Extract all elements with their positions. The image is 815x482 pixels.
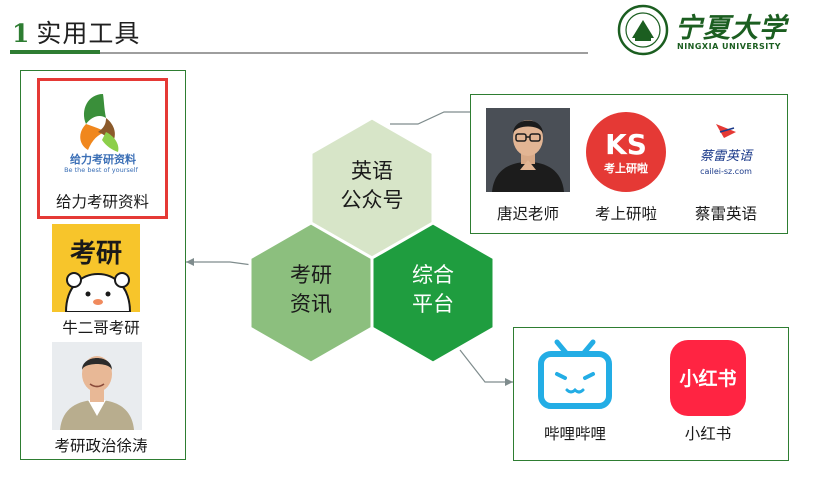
hex-left-line2: 资讯 xyxy=(290,292,332,316)
caption-bilibili: 哔哩哔哩 xyxy=(543,425,606,443)
cailei-logo-subtitle: cailei-sz.com xyxy=(700,167,752,176)
xutao-photo[interactable] xyxy=(52,342,142,430)
xiaohongshu-logo-icon[interactable]: 小红书 xyxy=(670,340,746,416)
kaoshangyanla-logo-mark: KS xyxy=(605,128,647,161)
hex-left-line1: 考研 xyxy=(290,263,332,287)
title-underline-accent xyxy=(10,50,100,54)
title-number: 1 xyxy=(12,19,31,48)
xiaohongshu-logo-text: 小红书 xyxy=(679,367,736,390)
geili-logo-icon[interactable]: 给力考研资料 xyxy=(48,88,158,168)
title-text: 实用工具 xyxy=(36,19,141,48)
hex-right-line2: 平台 xyxy=(412,292,454,316)
bilibili-logo-icon[interactable] xyxy=(535,338,615,414)
university-name: 宁夏大学 xyxy=(675,13,787,44)
caption-kaoshangyanla: 考上研啦 xyxy=(594,205,657,223)
caption-cailei: 蔡雷英语 xyxy=(694,205,757,223)
cailei-logo-icon[interactable]: 蔡雷英语 cailei-sz.com xyxy=(684,110,768,194)
title-underline xyxy=(10,52,588,54)
cailei-logo-text: 蔡雷英语 xyxy=(700,149,754,164)
caption-geili: 给力考研资料 xyxy=(55,193,149,211)
caption-xutao: 考研政治徐涛 xyxy=(54,437,148,455)
university-seal-icon xyxy=(617,4,669,56)
niuerge-logo-icon[interactable]: 考研 xyxy=(52,224,140,312)
niuerge-logo-text: 考研 xyxy=(70,239,122,269)
kaoshangyanla-logo-text: 考上研啦 xyxy=(604,161,648,175)
university-name-en: NINGXIA UNIVERSITY xyxy=(677,42,782,51)
kaoshangyanla-logo-icon[interactable]: KS 考上研啦 xyxy=(584,110,668,194)
geili-logo-subtitle: Be the best of yourself xyxy=(64,166,138,174)
university-logo: 宁夏大学 NINGXIA UNIVERSITY xyxy=(617,4,807,56)
caption-xiaohongshu: 小红书 xyxy=(684,425,732,443)
tangchi-photo[interactable] xyxy=(486,108,570,192)
highlight-box xyxy=(37,78,168,219)
hexagon-right xyxy=(370,221,496,365)
hex-right-line1: 综合 xyxy=(412,263,454,287)
geili-logo-text: 给力考研资料 xyxy=(70,152,136,166)
caption-niuerge: 牛二哥考研 xyxy=(62,319,140,337)
hex-top-line2: 公众号 xyxy=(341,188,404,212)
hex-top-line1: 英语 xyxy=(351,159,393,183)
caption-tangchi: 唐迟老师 xyxy=(496,205,559,223)
